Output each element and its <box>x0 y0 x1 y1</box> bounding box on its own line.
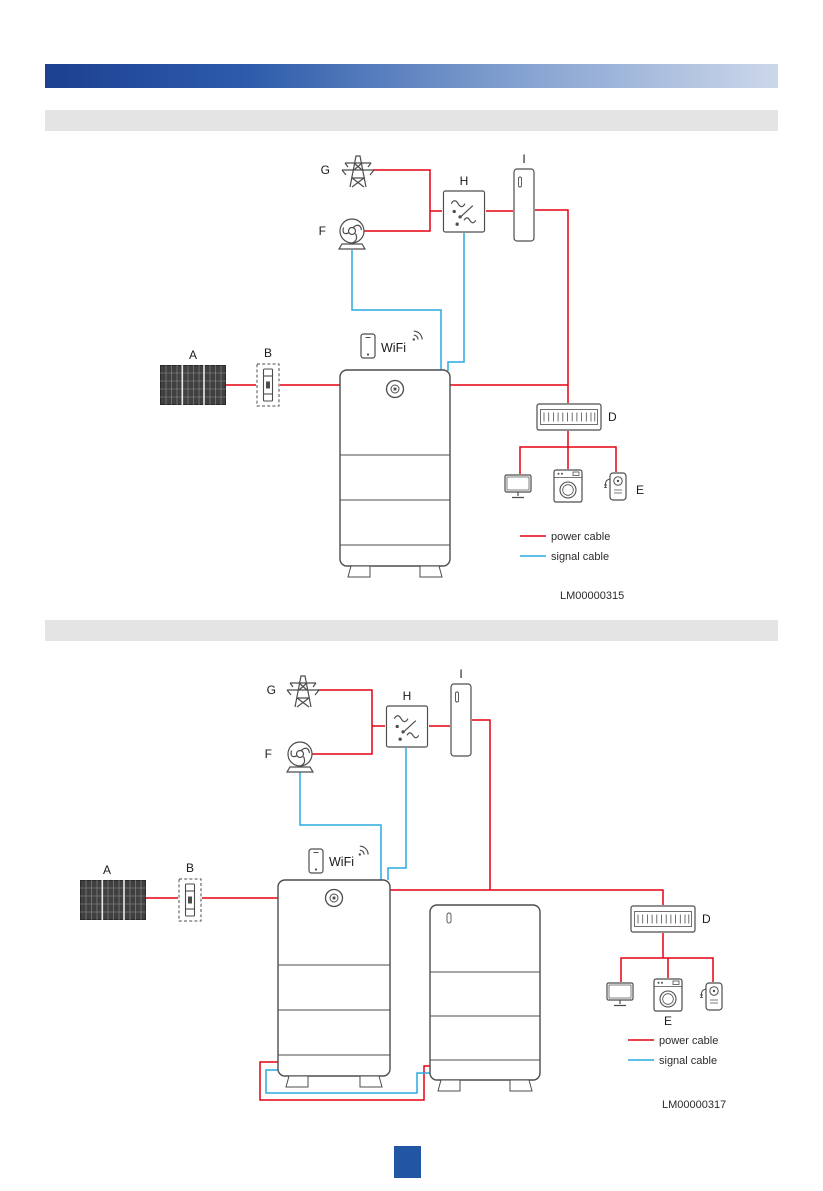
water-heater-icon <box>603 472 627 501</box>
system-diagram-2: G F H I A B D E WiFi power cable signal … <box>80 667 726 1111</box>
unit-foot-right <box>419 565 443 578</box>
label-E: E <box>664 1014 672 1028</box>
label-H: H <box>460 174 469 188</box>
transfer-switch-icon <box>442 190 486 233</box>
legend-power-label: power cable <box>659 1035 718 1047</box>
label-I: I <box>459 667 462 681</box>
power-cable-lines <box>226 169 617 537</box>
legend-signal-label: signal cable <box>551 551 609 563</box>
grid-tower-icon <box>341 155 375 188</box>
unit-foot-right <box>359 1075 383 1088</box>
wifi-label: WiFi <box>381 341 406 355</box>
figure-id: LM00000315 <box>560 590 624 602</box>
unit-foot-left <box>347 565 371 578</box>
distribution-box-icon <box>630 905 696 933</box>
section-header-bar-2 <box>45 620 778 641</box>
label-H: H <box>403 689 412 703</box>
dc-switch-icon <box>178 878 202 922</box>
wifi-signal-icon <box>412 330 423 341</box>
label-D: D <box>702 912 711 926</box>
label-E: E <box>636 483 644 497</box>
battery-system-1 <box>277 879 391 1088</box>
battery-system-2 <box>429 904 541 1092</box>
label-G: G <box>267 683 276 697</box>
label-A: A <box>103 863 111 877</box>
label-B: B <box>264 346 272 360</box>
inverter-logo-icon <box>385 379 405 399</box>
unit-slot <box>446 912 452 924</box>
unit-foot-left <box>437 1079 461 1092</box>
solar-panel-icon <box>160 365 226 405</box>
label-G: G <box>321 163 330 177</box>
unit-foot-left <box>285 1075 309 1088</box>
generator-icon <box>338 218 366 250</box>
generator-icon <box>286 741 314 773</box>
label-I: I <box>522 152 525 166</box>
legend-signal-label: signal cable <box>659 1055 717 1067</box>
phone-icon <box>360 333 376 359</box>
distribution-box-icon <box>536 403 602 431</box>
label-F: F <box>319 224 326 238</box>
chapter-header-bar <box>45 64 778 88</box>
signal-cable-lines <box>351 233 546 557</box>
legend-power-label: power cable <box>551 531 610 543</box>
unit-foot-right <box>509 1079 533 1092</box>
label-B: B <box>186 861 194 875</box>
solar-panel-icon <box>80 880 146 920</box>
water-heater-icon <box>699 982 723 1011</box>
dc-switch-icon <box>256 363 280 407</box>
washing-machine-icon <box>653 978 683 1012</box>
signal-cable-lines <box>265 748 654 1094</box>
monitor-icon <box>504 474 532 499</box>
system-diagram-1: G F H I A B D E WiFi power cable signal … <box>160 152 644 602</box>
battery-system <box>339 369 451 578</box>
power-cable-lines <box>146 689 714 1101</box>
grid-tower-icon <box>286 675 320 708</box>
wifi-label: WiFi <box>329 855 354 869</box>
figure-id: LM00000317 <box>662 1099 726 1111</box>
wifi-signal-icon <box>358 845 369 856</box>
backup-box-icon <box>450 683 472 757</box>
label-D: D <box>608 410 617 424</box>
backup-box-icon <box>513 168 535 242</box>
washing-machine-icon <box>553 469 583 503</box>
transfer-switch-icon <box>385 705 429 748</box>
section-header-bar-1 <box>45 110 778 131</box>
label-F: F <box>265 747 272 761</box>
phone-icon <box>308 848 324 874</box>
inverter-logo-icon <box>324 888 344 908</box>
page-number-box <box>394 1146 421 1178</box>
label-A: A <box>189 348 197 362</box>
monitor-icon <box>606 982 634 1007</box>
